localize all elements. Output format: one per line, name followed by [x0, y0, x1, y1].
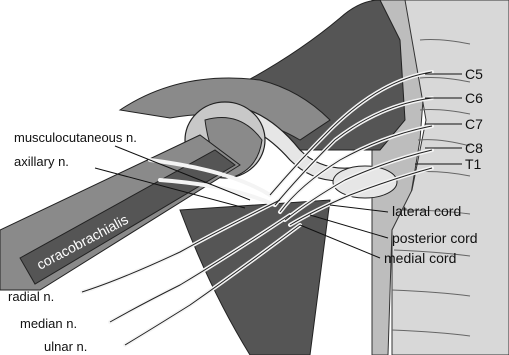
root-label-c6: C6 [465, 90, 483, 106]
root-label-c8: C8 [465, 140, 483, 156]
nerve-label-ulnar: ulnar n. [44, 339, 87, 354]
nerve-label-median: median n. [20, 316, 77, 331]
root-label-c5: C5 [465, 66, 483, 82]
nerve-label-musculocutaneous: musculocutaneous n. [14, 130, 137, 145]
cord-label-posterior: posterior cord [392, 230, 478, 246]
root-label-c7: C7 [465, 116, 483, 132]
cord-label-lateral: lateral cord [392, 203, 461, 219]
chest-wall [180, 200, 330, 355]
nerve-label-radial: radial n. [8, 289, 54, 304]
root-label-t1: T1 [465, 156, 482, 172]
cord-label-medial: medial cord [384, 250, 456, 266]
nerve-label-axillary: axillary n. [14, 154, 69, 169]
